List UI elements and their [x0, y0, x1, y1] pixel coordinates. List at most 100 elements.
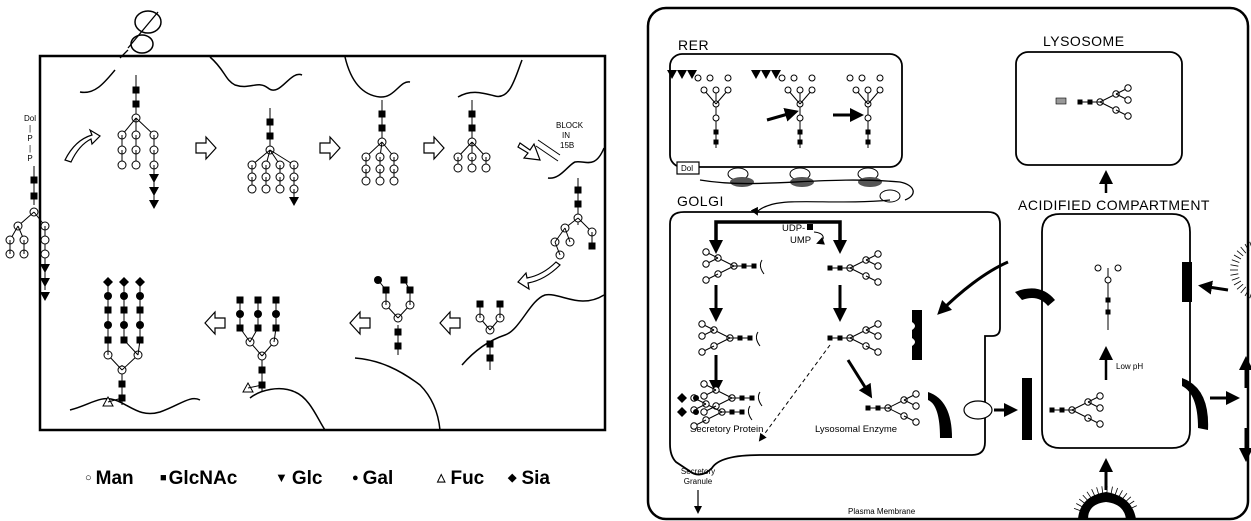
- process-arrow-icon: [319, 135, 341, 161]
- mannose-icon: [261, 184, 271, 194]
- mpr-receptor: [912, 310, 922, 360]
- clathrin-bristle: [1230, 273, 1239, 276]
- legend-item-gal: ●Gal: [352, 468, 393, 489]
- glcnac-icon: [865, 129, 871, 135]
- mrna-strand: [699, 179, 914, 201]
- process-arrow-icon: [64, 128, 101, 163]
- lysosome-title: LYSOSOME: [1043, 33, 1125, 49]
- legend-item-fuc: △Fuc: [436, 468, 485, 489]
- glcnac-icon: [729, 409, 735, 415]
- sialic-acid-icon: [677, 407, 687, 417]
- mannose-icon: [874, 320, 882, 328]
- ribosome-icon: [119, 10, 162, 59]
- process-arrow-icon: [517, 261, 561, 291]
- enzyme-glycans: [667, 70, 1132, 430]
- galactose-icon: [693, 395, 699, 401]
- mannose-icon: [1124, 96, 1132, 104]
- glcnac-icon: [865, 139, 871, 145]
- clathrin-bristle: [1233, 280, 1242, 286]
- clathrin-bristle: [1249, 241, 1251, 247]
- glucose-icon: [761, 70, 771, 79]
- secretory-protein-label: Secretory Protein: [690, 424, 763, 435]
- glcnac-icon: [751, 263, 757, 269]
- mannose-icon: [698, 348, 706, 356]
- membrane-segment: [344, 56, 411, 98]
- glcnac-icon: [1049, 407, 1055, 413]
- process-arrow-icon: [423, 135, 445, 161]
- mpr-receptor: [1182, 262, 1192, 302]
- glcnac-icon: [1087, 99, 1093, 105]
- process-arrow-icon: [204, 310, 226, 336]
- glcnac-icon: [394, 342, 402, 350]
- glcnac-icon: [837, 335, 843, 341]
- glcnac-icon: [837, 265, 843, 271]
- mannose-icon: [912, 390, 920, 398]
- mannose-icon: [778, 74, 786, 82]
- mannose-icon: [1104, 276, 1112, 284]
- process-arrow: [766, 108, 799, 122]
- sorting-branch-line: [714, 220, 842, 248]
- sialic-acid-icon: [103, 277, 113, 287]
- golgi-compartment: [669, 211, 1001, 476]
- clathrin-bristle: [1121, 492, 1128, 500]
- dol-box-label: Dol: [681, 164, 693, 173]
- mpr-receptor: [1022, 378, 1032, 440]
- glucose-icon: [40, 278, 50, 287]
- mannose-icon: [40, 235, 50, 245]
- bond-text: |: [29, 124, 31, 133]
- glcnac-icon: [1059, 407, 1065, 413]
- cell-outline: [646, 6, 1250, 521]
- membrane-segment: [69, 398, 201, 415]
- glycan-bond: [269, 149, 295, 166]
- glcnac-icon: [486, 340, 494, 348]
- minor-pathway-arrow: [758, 344, 831, 442]
- glcnac-icon: [1105, 297, 1111, 303]
- clathrin-bristle: [1096, 487, 1100, 496]
- mannose-icon: [690, 422, 698, 430]
- glycan-processing-panel: Dol | P | P BLOCK IN 15B ○Man ■Gl: [5, 10, 607, 489]
- glcnac-icon: [266, 132, 274, 140]
- rer-compartment: [669, 53, 903, 168]
- acidified-compartment-title: ACIDIFIED COMPARTMENT: [1018, 197, 1210, 213]
- clathrin-bristle: [1236, 283, 1244, 290]
- protein-chain: [747, 405, 753, 421]
- glcnac-icon: [737, 335, 743, 341]
- glcnac-icon: [266, 118, 274, 126]
- glycan-bond: [564, 227, 571, 243]
- mannose-icon: [40, 249, 50, 259]
- dol-text: Dol: [24, 114, 36, 123]
- phosphate-text: P: [27, 134, 32, 143]
- coated-pit: [1182, 378, 1209, 430]
- mannose-icon: [361, 176, 371, 186]
- membrane-segment: [547, 147, 605, 179]
- secretory-granule-label: Secretory: [681, 467, 715, 476]
- glcnac-icon: [827, 265, 833, 271]
- glcnac-icon: [875, 405, 881, 411]
- clathrin-bristle: [1073, 507, 1082, 512]
- glycan-structures: [5, 75, 597, 407]
- clathrin-bristle: [1127, 500, 1135, 506]
- lysosome-compartment: [1015, 51, 1183, 166]
- transport-vesicle: [879, 189, 901, 203]
- coated-pit: [1078, 492, 1136, 519]
- clathrin-bristle: [1078, 498, 1086, 505]
- glucose-icon: [40, 292, 50, 301]
- clathrin-bristle: [1231, 277, 1240, 281]
- mannose-icon: [1124, 84, 1132, 92]
- process-arrow-icon: [439, 310, 461, 336]
- clathrin-bristle: [1101, 486, 1104, 495]
- mannose-icon: [700, 392, 708, 400]
- glucose-icon: [667, 70, 677, 79]
- plasma-membrane-label: Plasma Membrane: [848, 507, 916, 516]
- mannose-icon: [700, 380, 708, 388]
- mannose-icon: [846, 74, 854, 82]
- glcnac-icon: [1077, 99, 1083, 105]
- glcnac-icon: [807, 224, 813, 230]
- glcnac-icon: [468, 110, 476, 118]
- mannose-icon: [389, 176, 399, 186]
- left-panel-frame: [38, 54, 607, 432]
- phosphate-text: P: [27, 154, 32, 163]
- clathrin-bristle: [1129, 505, 1137, 510]
- block-text: BLOCK: [556, 121, 584, 130]
